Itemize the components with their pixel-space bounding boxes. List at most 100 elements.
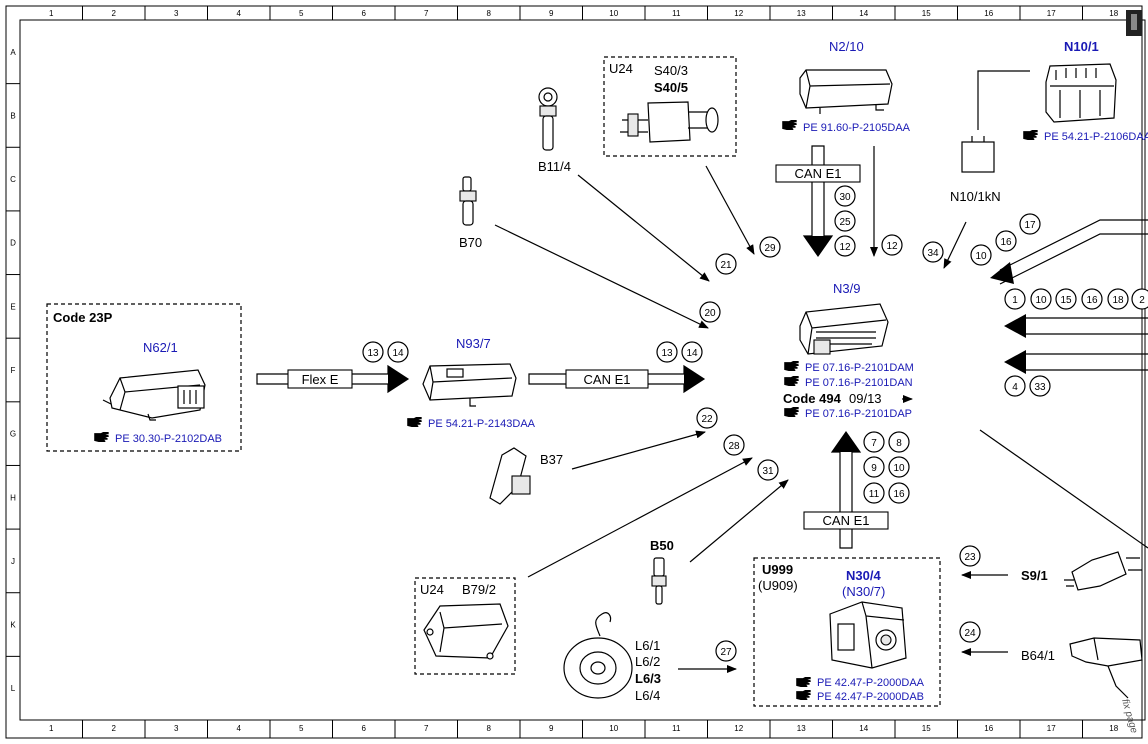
circle-number: 16 xyxy=(1081,288,1103,310)
grid-column-label: 3 xyxy=(174,9,179,18)
svg-text:27: 27 xyxy=(720,647,732,658)
hand-pointer-icon xyxy=(796,677,811,687)
b11-4-line xyxy=(577,174,710,282)
circle-number: 16 xyxy=(995,230,1017,252)
circle-number: 14 xyxy=(387,341,409,363)
grid-column-label: 14 xyxy=(859,724,868,733)
grid-row-label: F xyxy=(11,366,16,375)
n30-ref-1: PE 42.47-P-2000DAA xyxy=(817,677,925,689)
right-bus-upper xyxy=(999,219,1148,285)
grid-column-label: 1 xyxy=(49,9,54,18)
hand-pointer-icon xyxy=(782,120,797,130)
grid-column-label: 2 xyxy=(112,724,117,733)
u999-label: U999 xyxy=(762,562,793,577)
grid-column-label: 15 xyxy=(922,724,931,733)
b37-line xyxy=(571,430,706,470)
svg-text:34: 34 xyxy=(927,248,939,259)
grid-column-label: 8 xyxy=(487,9,492,18)
can-e1-box-c xyxy=(803,511,889,530)
svg-text:13: 13 xyxy=(367,348,379,359)
grid-column-label: 13 xyxy=(797,724,806,733)
n30-4-abs-unit xyxy=(829,601,907,669)
n62-1-ref: PE 30.30-P-2102DAB xyxy=(115,433,222,445)
s40-5-label: S40/5 xyxy=(654,80,688,95)
grid-column-label: 11 xyxy=(672,9,681,18)
code-494-label: Code 494 xyxy=(783,391,842,406)
circle-number: 17 xyxy=(1019,213,1041,235)
s40-3-label: S40/3 xyxy=(654,63,688,78)
b37-pedal xyxy=(489,447,531,505)
grid-column-label: 9 xyxy=(549,9,554,18)
grid-column-label: 5 xyxy=(299,724,304,733)
n10-1kn-line xyxy=(943,221,967,269)
circle-number: 29 xyxy=(759,236,781,258)
svg-text:16: 16 xyxy=(893,489,905,500)
b70-label: B70 xyxy=(459,235,482,250)
n10-1-label: N10/1 xyxy=(1064,39,1099,54)
u909-label: (U909) xyxy=(758,578,798,593)
circle-number: 24 xyxy=(959,621,981,643)
u24-switch-line xyxy=(705,165,755,255)
b37-label: B37 xyxy=(540,452,563,467)
circle-number: 12 xyxy=(881,234,903,256)
circle-number: 7 xyxy=(863,431,885,453)
circle-number: 33 xyxy=(1029,375,1051,397)
circle-number: 2 xyxy=(1131,288,1148,310)
n3-9-ref-1: PE 07.16-P-2101DAM xyxy=(805,362,914,374)
svg-text:14: 14 xyxy=(686,348,698,359)
u999-box xyxy=(753,557,941,707)
can-e1-box-b xyxy=(775,164,861,183)
can-e1-box-a xyxy=(565,369,649,389)
circle-number: 18 xyxy=(1107,288,1129,310)
n3-9-ref-2: PE 07.16-P-2101DAN xyxy=(805,377,913,389)
u24-bottom-label: U24 xyxy=(420,582,444,597)
grid-column-label: 16 xyxy=(984,9,993,18)
grid-column-label: 4 xyxy=(237,724,242,733)
grid-column-label: 3 xyxy=(174,724,179,733)
grid-column-label: 7 xyxy=(424,9,429,18)
circle-number: 28 xyxy=(723,434,745,456)
svg-text:20: 20 xyxy=(704,308,716,319)
grid-row-label: A xyxy=(10,48,16,57)
circle-number: 10 xyxy=(888,456,910,478)
grid-column-label: 12 xyxy=(734,9,743,18)
hand-pointer-icon xyxy=(1023,130,1038,140)
n10-1kn-label: N10/1kN xyxy=(950,189,1001,204)
svg-text:16: 16 xyxy=(1086,295,1098,306)
grid-row-label: J xyxy=(11,557,15,566)
grid-column-label: 16 xyxy=(984,724,993,733)
circle-number: 15 xyxy=(1055,288,1077,310)
svg-text:16: 16 xyxy=(1000,237,1012,248)
grid-column-label: 15 xyxy=(922,9,931,18)
circle-number: 4 xyxy=(1004,375,1026,397)
grid-row-label: L xyxy=(11,684,16,693)
grid-column-label: 14 xyxy=(859,9,868,18)
svg-text:7: 7 xyxy=(871,438,877,449)
svg-text:10: 10 xyxy=(975,251,987,262)
svg-text:21: 21 xyxy=(720,260,732,271)
svg-text:17: 17 xyxy=(1024,220,1036,231)
svg-text:1: 1 xyxy=(1012,295,1018,306)
circle-number: 12 xyxy=(834,235,856,257)
hand-pointer-icon xyxy=(784,376,799,386)
l6-4-label: L6/4 xyxy=(635,688,660,703)
circle-number: 23 xyxy=(959,545,981,567)
can-e1-label-c: CAN E1 xyxy=(823,513,870,528)
right-bus-middle xyxy=(1026,317,1148,335)
b70-sensor xyxy=(459,176,477,226)
grid-column-label: 10 xyxy=(609,9,618,18)
svg-text:12: 12 xyxy=(886,241,898,252)
svg-text:11: 11 xyxy=(869,489,880,500)
svg-text:23: 23 xyxy=(964,552,976,563)
svg-text:10: 10 xyxy=(1035,295,1047,306)
b70-line xyxy=(494,224,709,329)
can-e1-label-a: CAN E1 xyxy=(584,372,631,387)
flex-e-box xyxy=(287,369,353,389)
circle-number: 30 xyxy=(834,185,856,207)
u24-switch-box xyxy=(603,56,737,157)
hand-pointer-icon xyxy=(407,417,422,427)
grid-column-label: 6 xyxy=(362,9,367,18)
grid-column-label: 1 xyxy=(49,724,54,733)
svg-text:10: 10 xyxy=(893,463,905,474)
